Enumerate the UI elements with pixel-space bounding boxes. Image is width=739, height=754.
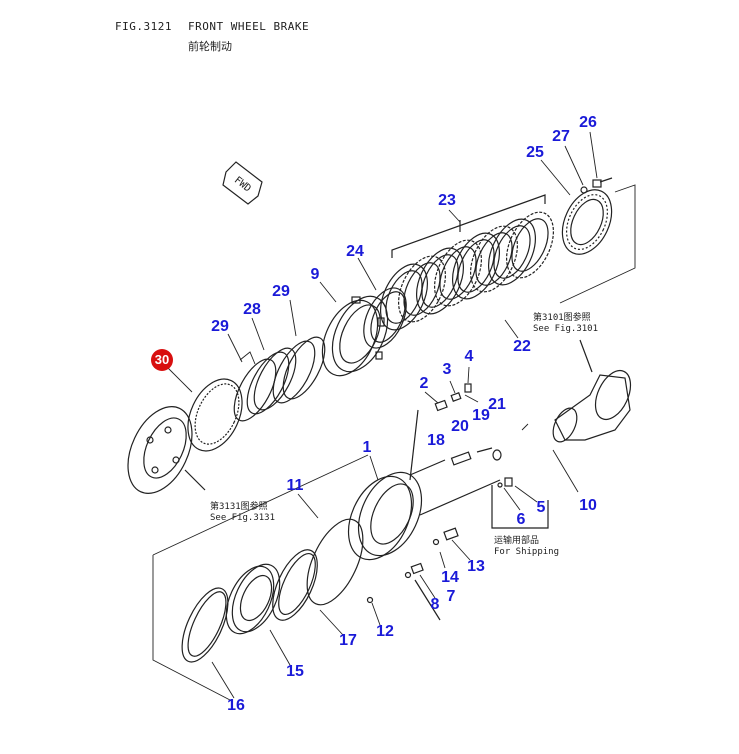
part-26-bolt — [580, 177, 613, 194]
figure-title: FRONT WHEEL BRAKE — [188, 20, 310, 33]
callout-19[interactable]: 19 — [472, 407, 490, 424]
ref-3101-cn: 第3101图参照 — [533, 313, 591, 323]
shipping-note: 运输用部品 For Shipping — [494, 536, 559, 558]
callout-13[interactable]: 13 — [467, 558, 485, 575]
small-fittings — [366, 383, 549, 621]
callout-1[interactable]: 1 — [362, 439, 372, 456]
callout-11[interactable]: 11 — [286, 477, 304, 494]
callout-29-lower[interactable]: 29 — [211, 318, 229, 335]
callout-2[interactable]: 2 — [419, 375, 429, 392]
fwd-arrow-icon: FWD — [222, 161, 263, 205]
callout-21[interactable]: 21 — [488, 396, 506, 413]
callout-26[interactable]: 26 — [579, 114, 597, 131]
callout-7[interactable]: 7 — [446, 588, 456, 605]
callout-20[interactable]: 20 — [451, 418, 469, 435]
figure-title-chinese: 前轮制动 — [188, 40, 232, 53]
part-25-bearing — [561, 189, 613, 255]
callout-25[interactable]: 25 — [526, 144, 544, 161]
carrier-ref-3101 — [552, 339, 632, 443]
part-16-ring — [181, 587, 229, 663]
callout-29-upper[interactable]: 29 — [272, 283, 290, 300]
callout-6[interactable]: 6 — [516, 511, 526, 528]
callout-17[interactable]: 17 — [339, 632, 357, 649]
callout-27[interactable]: 27 — [552, 128, 570, 145]
leader-lines — [167, 131, 598, 699]
callout-12[interactable]: 12 — [376, 623, 394, 640]
callout-9[interactable]: 9 — [310, 266, 320, 283]
callout-4[interactable]: 4 — [464, 348, 474, 365]
callout-3[interactable]: 3 — [442, 361, 452, 378]
ref-3131-cn: 第3131图参照 — [210, 502, 268, 512]
callout-22[interactable]: 22 — [513, 338, 531, 355]
part-11-o-ring — [306, 518, 364, 606]
part-1-housing — [347, 459, 501, 561]
part-23-plate-stack — [380, 194, 554, 331]
callout-18[interactable]: 18 — [427, 432, 445, 449]
callout-10[interactable]: 10 — [579, 497, 597, 514]
part-24-ring — [363, 287, 407, 349]
callout-8[interactable]: 8 — [430, 596, 440, 613]
shipping-en: For Shipping — [494, 547, 560, 557]
callout-23[interactable]: 23 — [438, 192, 456, 209]
ref-3101-en: See Fig.3101 — [533, 324, 599, 334]
callout-15[interactable]: 15 — [286, 663, 304, 680]
hub-ref-3131 — [127, 406, 206, 494]
part-15-retainer — [225, 563, 281, 635]
ref-3131-en: See Fig.3131 — [210, 513, 276, 523]
diagram-linework: FWD — [127, 131, 636, 701]
callout-30-highlighted[interactable]: 30 — [151, 349, 173, 371]
callout-14[interactable]: 14 — [441, 569, 459, 586]
figure-number: FIG.3121 — [115, 20, 172, 33]
part-28-backup-ring — [246, 347, 297, 415]
reference-brackets — [152, 184, 636, 701]
part-17-ring — [272, 549, 318, 621]
ref-3101-note: 第3101图参照 See Fig.3101 — [533, 313, 598, 335]
callout-24[interactable]: 24 — [346, 243, 364, 260]
ref-3131-note: 第3131图参照 See Fig.3131 — [210, 502, 275, 524]
callout-5[interactable]: 5 — [536, 499, 546, 516]
part-29-seal-ring-a — [272, 336, 326, 404]
part-30-bearing — [187, 378, 243, 452]
part-9-piston — [321, 295, 389, 377]
callout-28[interactable]: 28 — [243, 301, 261, 318]
callout-16[interactable]: 16 — [227, 697, 245, 714]
shipping-cn: 运输用部品 — [494, 536, 540, 546]
